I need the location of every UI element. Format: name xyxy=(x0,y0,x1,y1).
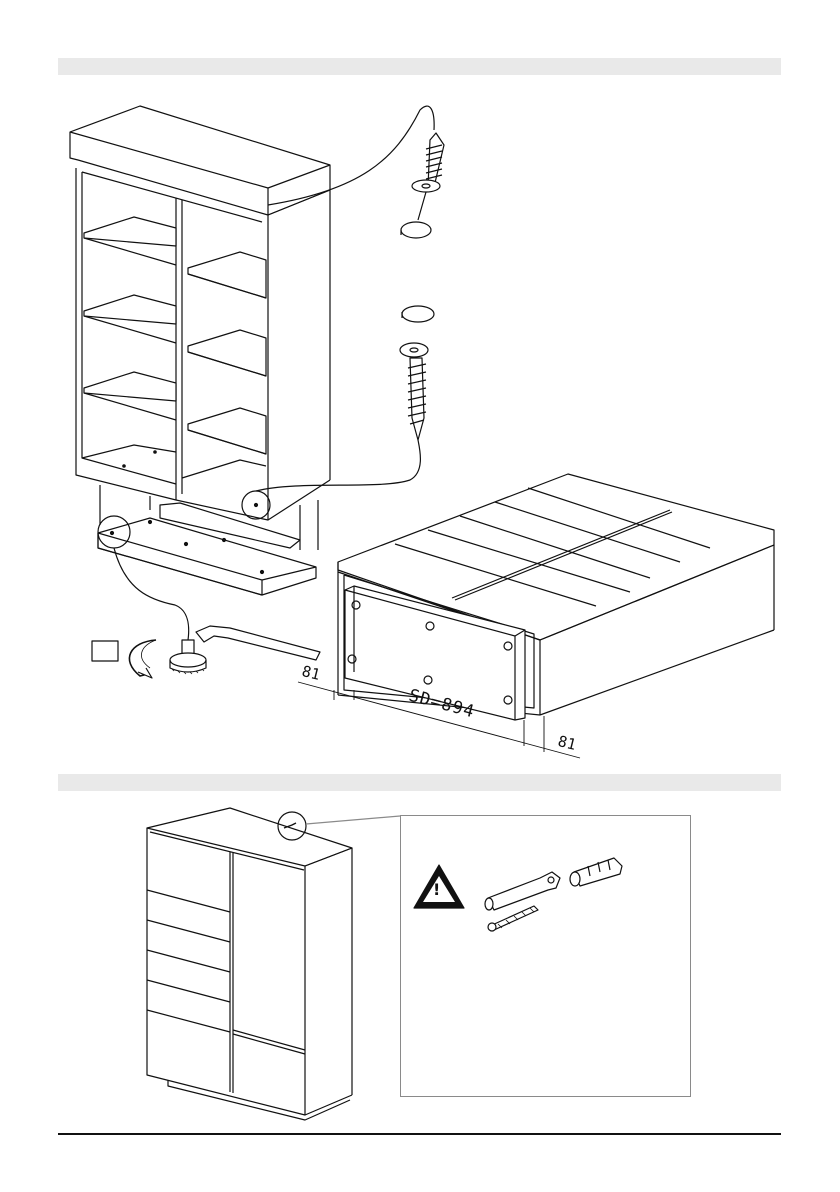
cam-screw-bottom xyxy=(400,306,434,440)
finished-cabinet xyxy=(147,808,400,1120)
step-1-step-box-label xyxy=(92,641,118,661)
allen-key-icon xyxy=(196,626,320,660)
plinth-base xyxy=(98,503,316,595)
connector-line-bottom xyxy=(256,440,420,491)
warning-exclamation: ! xyxy=(433,882,440,898)
wall-bracket-hardware xyxy=(485,872,560,931)
wall-plug-icon xyxy=(570,858,622,886)
leveling-foot xyxy=(170,640,206,674)
cam-screw-top xyxy=(401,133,444,238)
rotate-arrow-icon xyxy=(129,640,156,678)
cabinet-carcass xyxy=(70,106,330,550)
drawer-unit xyxy=(338,474,774,720)
